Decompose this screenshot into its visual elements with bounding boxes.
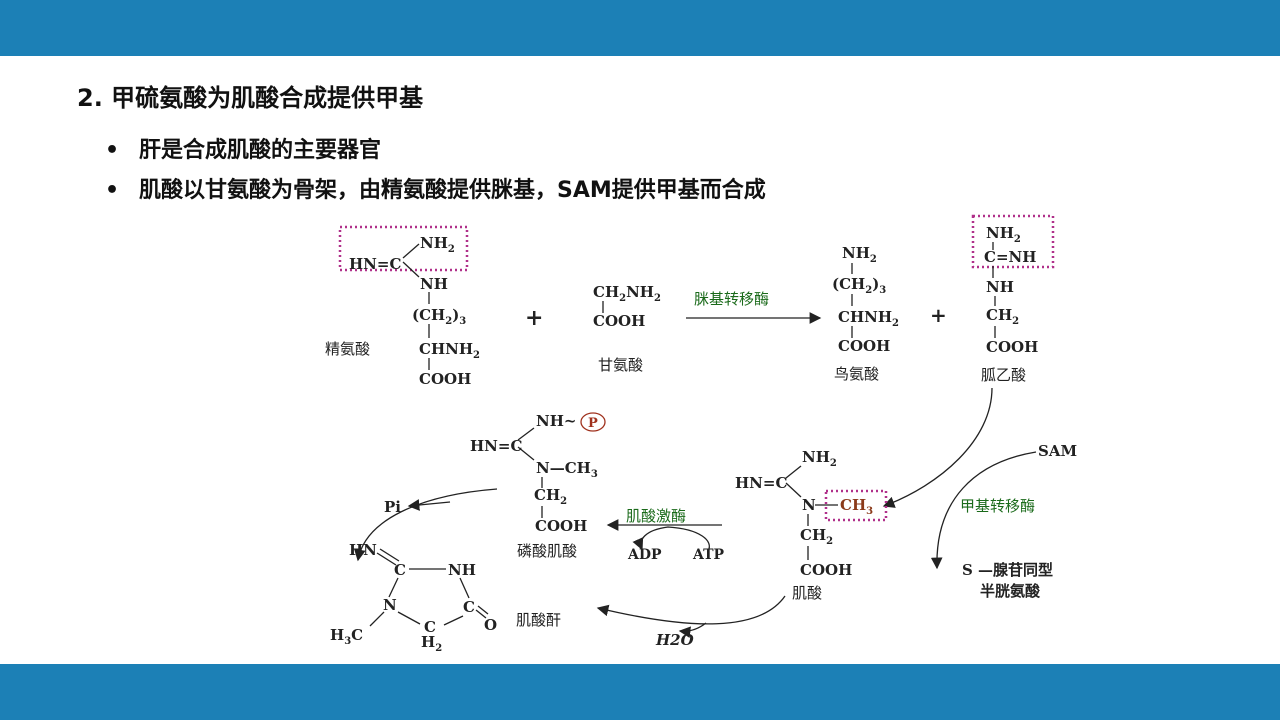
formula-text: CH2 — [800, 526, 833, 547]
formula-text: CHNH2 — [838, 308, 899, 329]
sam-label: SAM — [1038, 442, 1077, 460]
formula-text: COOH — [535, 517, 587, 535]
formula-text: C — [394, 561, 406, 579]
formula-text: (CH2)3 — [832, 275, 886, 296]
bullet-text: 肌酸以甘氨酸为骨架，由精氨酸提供脒基，SAM提供甲基而合成 — [139, 178, 766, 203]
atp-adp-arrow — [632, 526, 710, 552]
bond-line — [475, 609, 487, 619]
formula-text: CH2 — [534, 486, 567, 507]
reaction-arrow — [930, 451, 1037, 570]
formula-text: C — [424, 618, 436, 636]
bond-line — [397, 611, 421, 625]
bond-line — [369, 611, 385, 627]
formula-text: HN=C — [470, 437, 522, 455]
creatine-phosphate-label: 磷酸肌酸 — [517, 542, 577, 560]
formula-text: COOH — [986, 338, 1038, 356]
bullet-text: 肝是合成肌酸的主要器官 — [139, 138, 382, 163]
formula-text: H2 — [421, 633, 442, 654]
formula-text: NH — [986, 278, 1014, 296]
glycine-structure: CH2NH2 COOH 甘氨酸 — [593, 283, 661, 374]
arginine-label: 精氨酸 — [325, 340, 370, 358]
water-release-arrow — [678, 622, 707, 638]
creatine-label: 肌酸 — [792, 584, 822, 602]
formula-text: O — [484, 616, 497, 634]
formula-text: CH2NH2 — [593, 283, 661, 304]
pi-release-arrow — [407, 499, 451, 511]
water-label: H2O — [655, 631, 694, 649]
plus-sign: + — [525, 305, 543, 331]
bond-line — [402, 243, 420, 259]
slide-heading: 2. 甲硫氨酸为肌酸合成提供甲基 — [77, 84, 424, 112]
phosphate-circle — [580, 412, 606, 432]
creatine-structure: NH2 HN=C N CH3 CH2 COOH 肌酸 — [735, 448, 888, 602]
bullet-marker: • — [105, 178, 120, 203]
bond-line — [459, 577, 470, 599]
bullet-item-synthesis: • 肌酸以甘氨酸为骨架，由精氨酸提供脒基，SAM提供甲基而合成 — [105, 172, 766, 204]
bond-line — [785, 482, 802, 498]
bullet-marker: • — [105, 138, 120, 163]
formula-text: HN=C — [735, 474, 787, 492]
sah-label-line2: 半胱氨酸 — [980, 582, 1041, 600]
bottom-banner — [0, 664, 1280, 720]
formula-text: N — [383, 596, 397, 614]
amidino-highlight-box — [971, 214, 1055, 269]
formula-text: H3C — [330, 626, 363, 647]
creatine-kinase-label: 肌酸激酶 — [626, 507, 686, 525]
bullet-item-liver: • 肝是合成肌酸的主要器官 — [105, 132, 381, 164]
formula-text: COOH — [593, 312, 645, 330]
bond-line — [388, 577, 399, 598]
bond-line — [376, 552, 397, 566]
formula-text: CH2 — [986, 306, 1019, 327]
adp-label: ADP — [627, 547, 662, 563]
guanidinoacetate-structure: NH2 C=NH NH CH2 COOH 胍乙酸 — [971, 214, 1055, 384]
formula-text: N — [802, 496, 816, 514]
reaction-arrow — [882, 387, 993, 508]
formula-text: NH — [420, 275, 448, 293]
bond-line — [443, 615, 464, 626]
formula-text: HN — [349, 541, 377, 559]
methyl-group: CH3 — [840, 496, 873, 517]
amidinotransferase-label: 脒基转移酶 — [694, 290, 769, 308]
glycine-label: 甘氨酸 — [598, 356, 643, 374]
reaction-arrow — [596, 595, 786, 625]
formula-text: C=NH — [984, 248, 1036, 266]
methyltransferase-label: 甲基转移酶 — [960, 497, 1035, 515]
bond-line — [517, 446, 535, 461]
formula-text: C — [463, 598, 475, 616]
bond-line — [402, 261, 420, 278]
top-banner — [0, 0, 1280, 56]
sah-label-line1: S —腺苷同型 — [962, 561, 1053, 579]
reaction-arrow — [354, 488, 498, 562]
formula-text: NH — [448, 561, 476, 579]
bond-line — [379, 548, 400, 562]
formula-text: NH2 — [842, 244, 877, 265]
ornithine-structure: NH2 (CH2)3 CHNH2 COOH 鸟氨酸 — [832, 244, 899, 383]
creatine-phosphate-structure: NH~ P HN=C N—CH3 CH2 COOH 磷酸肌酸 — [470, 412, 606, 560]
formula-text: N—CH3 — [536, 459, 598, 480]
formula-text: HN=C — [349, 255, 401, 273]
bond-line — [477, 605, 489, 615]
creatinine-label: 肌酸酐 — [516, 611, 561, 629]
formula-text: (CH2)3 — [412, 306, 466, 327]
guanidinoacetate-label: 胍乙酸 — [981, 366, 1026, 384]
formula-text: COOH — [838, 337, 890, 355]
arginine-structure: NH2 HN=C NH (CH2)3 CHNH2 COOH 精氨酸 — [325, 225, 480, 388]
atp-label: ATP — [692, 547, 725, 563]
ornithine-label: 鸟氨酸 — [834, 365, 879, 383]
formula-text: COOH — [419, 370, 471, 388]
plus-sign: + — [930, 303, 947, 327]
bond-line — [517, 427, 535, 441]
formula-text: CHNH2 — [419, 340, 480, 361]
phosphate-symbol: P — [588, 416, 598, 431]
creatinine-structure: HN C NH N C O H3C C H2 肌酸酐 — [330, 541, 561, 654]
formula-text: COOH — [800, 561, 852, 579]
formula-text: NH2 — [986, 224, 1021, 245]
methyl-highlight-box — [824, 489, 888, 522]
formula-text: NH2 — [420, 234, 455, 255]
bond-line — [785, 465, 802, 479]
formula-text: NH2 — [802, 448, 837, 469]
formula-text: NH~ — [536, 412, 576, 430]
pi-label: Pi — [384, 498, 401, 516]
